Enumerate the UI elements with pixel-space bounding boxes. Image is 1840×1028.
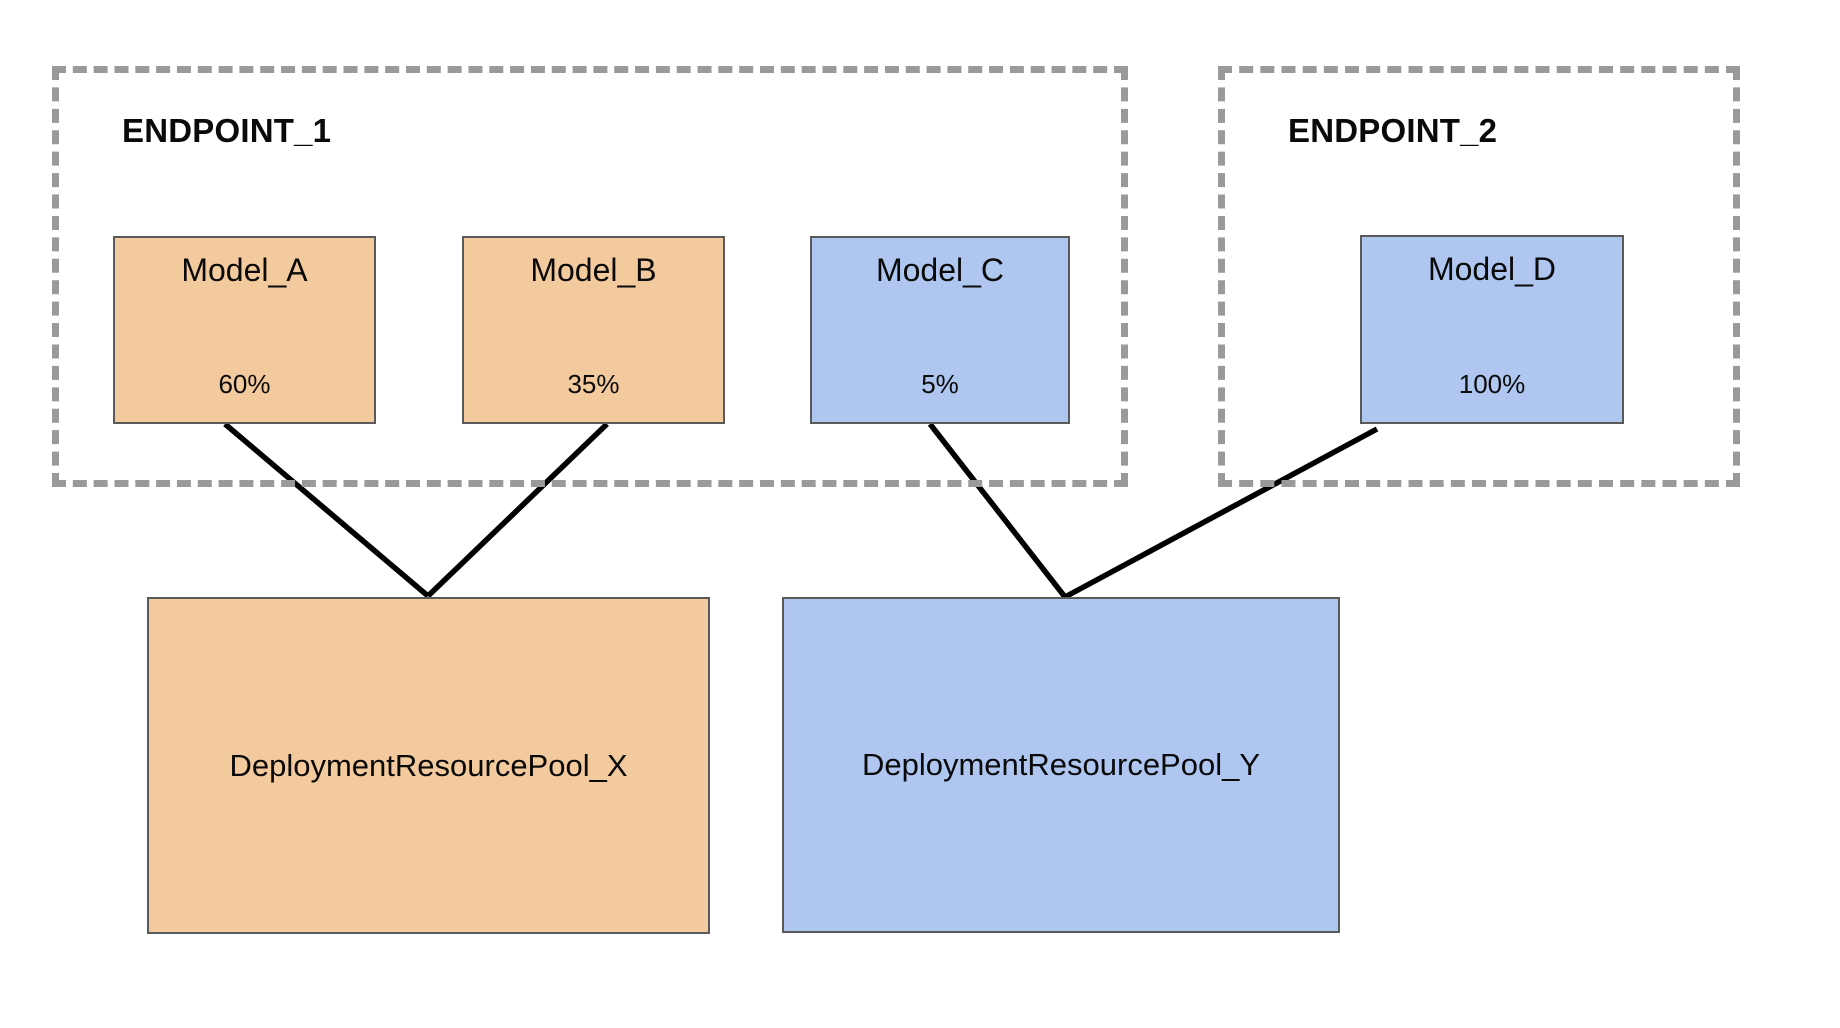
model-node-d-percent: 100% (1458, 369, 1526, 399)
model-node-b-title: Model_B (530, 252, 657, 288)
model-node-a[interactable]: Model_A 60% (113, 236, 376, 424)
resource-pool-y-label: DeploymentResourcePool_Y (861, 747, 1261, 782)
model-node-c-percent: 5% (921, 369, 959, 399)
model-node-c-title: Model_C (875, 252, 1005, 288)
group-label-endpoint-1: ENDPOINT_1 (122, 112, 332, 149)
resource-pool-x[interactable]: DeploymentResourcePool_X (147, 597, 710, 934)
model-node-d[interactable]: Model_D 100% (1360, 235, 1624, 424)
model-node-c[interactable]: Model_C 5% (810, 236, 1070, 424)
model-node-a-percent: 60% (218, 369, 271, 399)
resource-pool-y[interactable]: DeploymentResourcePool_Y (782, 597, 1340, 933)
resource-pool-x-label: DeploymentResourcePool_X (229, 747, 628, 783)
model-node-b-percent: 35% (567, 369, 620, 399)
group-box-endpoint-2 (1218, 66, 1740, 487)
model-node-b[interactable]: Model_B 35% (462, 236, 725, 424)
model-node-a-title: Model_A (181, 252, 308, 288)
group-label-endpoint-2: ENDPOINT_2 (1288, 112, 1498, 149)
model-node-d-title: Model_D (1427, 251, 1557, 287)
group-box-endpoint-1 (52, 66, 1128, 487)
